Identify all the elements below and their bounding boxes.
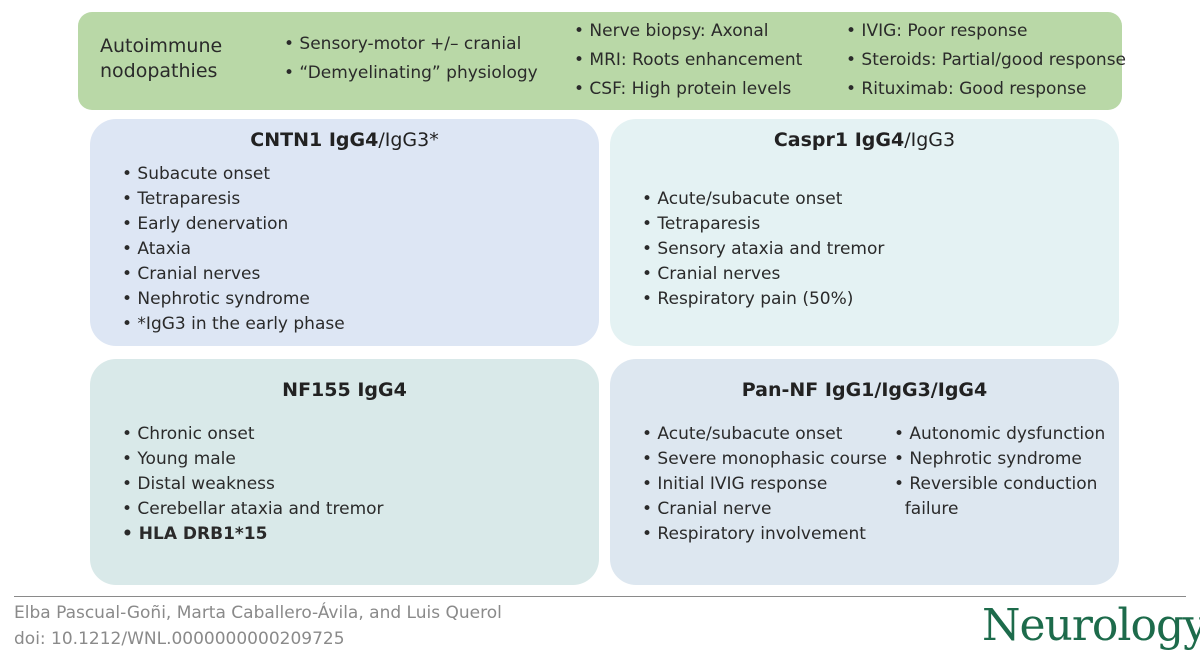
authors-credit: Elba Pascual-Goñi, Marta Caballero-Ávila… xyxy=(14,603,502,623)
pannf-feature-list-right: • Autonomic dysfunction • Nephrotic synd… xyxy=(894,422,1105,522)
nf155-card: NF155 IgG4 • Chronic onset • Young male … xyxy=(90,359,599,585)
summary-item: • Rituximab: Good response xyxy=(846,79,1087,99)
pannf-title-bold: Pan-NF IgG1/IgG3/IgG4 xyxy=(741,379,988,401)
list-item: • Nephrotic syndrome xyxy=(894,449,1082,469)
list-item: • Early denervation xyxy=(122,214,289,234)
list-item: • Tetraparesis xyxy=(642,214,761,234)
summary-header-box: Autoimmune nodopathies • Sensory-motor +… xyxy=(78,12,1126,110)
summary-item: • Sensory-motor +/– cranial xyxy=(284,34,522,54)
nf155-feature-list: • Chronic onset • Young male • Distal we… xyxy=(122,422,384,547)
doi-credit: doi: 10.1212/WNL.0000000000209725 xyxy=(14,629,345,649)
list-item: • Cranial nerve xyxy=(642,499,772,519)
list-item: • Acute/subacute onset xyxy=(642,189,843,209)
list-item: • Severe monophasic course xyxy=(642,449,887,469)
cntn1-title-light: /IgG3* xyxy=(378,129,439,151)
list-item: • Cranial nerves xyxy=(642,264,781,284)
summary-item: • Nerve biopsy: Axonal xyxy=(574,21,769,41)
list-item: • Tetraparesis xyxy=(122,189,241,209)
list-item: • Respiratory pain (50%) xyxy=(642,289,854,309)
list-item-hla: • HLA DRB1*15 xyxy=(122,524,268,544)
list-item: • Reversible conduction xyxy=(894,474,1098,494)
summary-diagnostics-column: • Nerve biopsy: Axonal • MRI: Roots enha… xyxy=(574,17,802,104)
cntn1-title-bold: CNTN1 IgG4 xyxy=(250,129,379,151)
list-item: • Sensory ataxia and tremor xyxy=(642,239,885,259)
list-item: • Young male xyxy=(122,449,236,469)
list-item: • Cranial nerves xyxy=(122,264,261,284)
summary-title-line2: nodopathies xyxy=(100,60,218,82)
caspr1-title-light: /IgG3 xyxy=(904,129,956,151)
list-item: • Chronic onset xyxy=(122,424,255,444)
list-item: • Distal weakness xyxy=(122,474,275,494)
summary-item: • IVIG: Poor response xyxy=(846,21,1028,41)
summary-clinical-column: • Sensory-motor +/– cranial • “Demyelina… xyxy=(284,30,538,88)
summary-title-line1: Autoimmune xyxy=(100,35,223,57)
neurology-logo: Neurology® xyxy=(982,600,1200,651)
pannf-card-title: Pan-NF IgG1/IgG3/IgG4 xyxy=(610,379,1119,401)
summary-item: • “Demyelinating” physiology xyxy=(284,63,538,83)
nf155-card-title: NF155 IgG4 xyxy=(90,379,599,401)
summary-title: Autoimmune nodopathies xyxy=(100,34,222,84)
caspr1-card: Caspr1 IgG4/IgG3 • Acute/subacute onset … xyxy=(610,119,1119,346)
summary-item: • Steroids: Partial/good response xyxy=(846,50,1127,70)
caspr1-title-bold: Caspr1 IgG4 xyxy=(773,129,905,151)
list-item: • Initial IVIG response xyxy=(642,474,828,494)
summary-item: • MRI: Roots enhancement xyxy=(574,50,803,70)
list-item: • Acute/subacute onset xyxy=(642,424,843,444)
footer-divider xyxy=(14,596,1186,597)
list-item: • Nephrotic syndrome xyxy=(122,289,310,309)
cntn1-feature-list: • Subacute onset • Tetraparesis • Early … xyxy=(122,162,345,337)
list-item: • *IgG3 in the early phase xyxy=(122,314,345,334)
cntn1-card: CNTN1 IgG4/IgG3* • Subacute onset • Tetr… xyxy=(90,119,599,346)
nf155-title-bold: NF155 IgG4 xyxy=(282,379,407,401)
summary-treatment-column: • IVIG: Poor response • Steroids: Partia… xyxy=(846,17,1126,104)
caspr1-card-title: Caspr1 IgG4/IgG3 xyxy=(610,129,1119,151)
pannf-card: Pan-NF IgG1/IgG3/IgG4 • Acute/subacute o… xyxy=(610,359,1119,585)
list-item: • Subacute onset xyxy=(122,164,271,184)
summary-item: • CSF: High protein levels xyxy=(574,79,792,99)
list-item: • Respiratory involvement xyxy=(642,524,866,544)
pannf-feature-list-left: • Acute/subacute onset • Severe monophas… xyxy=(642,422,887,547)
logo-text: Neurology xyxy=(982,600,1200,651)
list-item: • Cerebellar ataxia and tremor xyxy=(122,499,384,519)
list-item: • Ataxia xyxy=(122,239,192,259)
list-item: • Autonomic dysfunction xyxy=(894,424,1106,444)
caspr1-feature-list: • Acute/subacute onset • Tetraparesis • … xyxy=(642,187,884,312)
list-item: failure xyxy=(894,499,959,519)
cntn1-card-title: CNTN1 IgG4/IgG3* xyxy=(90,129,599,151)
